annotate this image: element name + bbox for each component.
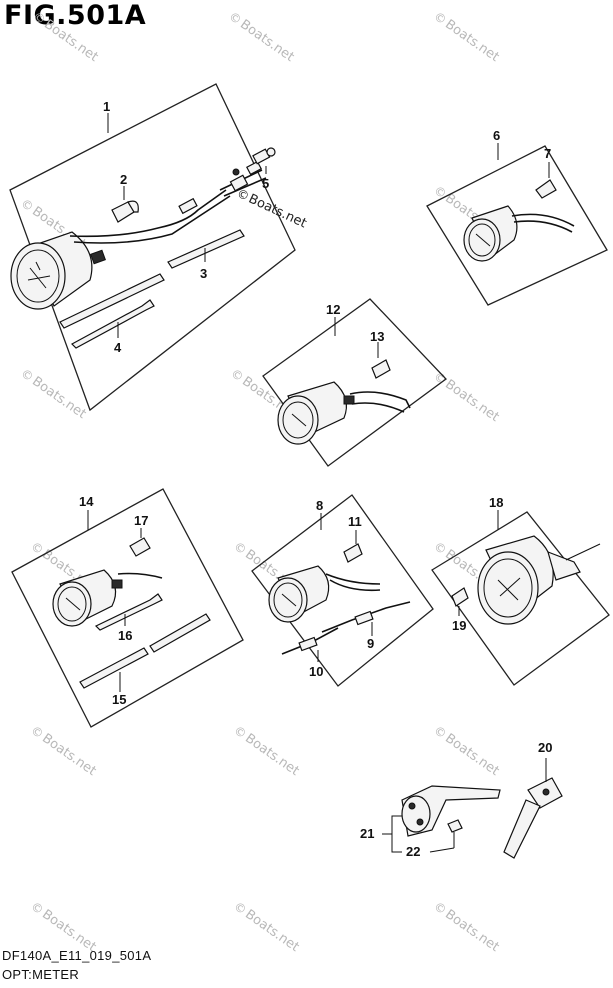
wire-harness-10 <box>281 627 339 662</box>
svg-text:Boats.net: Boats.net <box>442 17 502 65</box>
callout-3: 3 <box>200 266 207 281</box>
svg-text:Boats.net: Boats.net <box>246 192 309 232</box>
callout-1: 1 <box>103 99 110 114</box>
meter-gauge-6 <box>463 205 518 262</box>
svg-text:Boats.net: Boats.net <box>442 731 502 779</box>
group-box-14 <box>11 488 244 728</box>
svg-text:Boats.net: Boats.net <box>237 17 297 65</box>
svg-text:Boats.net: Boats.net <box>242 907 302 955</box>
callout-2: 2 <box>120 172 127 187</box>
bulb-19 <box>451 587 469 616</box>
group-box-1 <box>9 83 296 412</box>
svg-text:Boats.net: Boats.net <box>442 907 502 955</box>
callout-11: 11 <box>348 514 362 529</box>
group-box-18 <box>431 510 610 686</box>
cable-tie-16 <box>94 593 163 631</box>
callout-17: 17 <box>134 513 148 528</box>
screw-22 <box>429 819 463 853</box>
bulb-11 <box>343 530 363 563</box>
figure-title: FIG.501A <box>4 0 147 31</box>
svg-text:Boats.net: Boats.net <box>242 731 302 779</box>
callout-14: 14 <box>79 494 94 509</box>
callout-22: 22 <box>406 844 420 859</box>
tube-3 <box>59 229 245 329</box>
callout-4: 4 <box>114 340 122 355</box>
group-box-12 <box>262 298 447 467</box>
meter-gauge-18 <box>477 535 601 625</box>
callout-13: 13 <box>370 329 384 344</box>
overlay-watermark: © Boats.net <box>235 186 309 232</box>
callout-16: 16 <box>118 628 132 643</box>
callout-6: 6 <box>493 128 500 143</box>
callout-19: 19 <box>452 618 466 633</box>
callout-10: 10 <box>309 664 323 679</box>
callout-20: 20 <box>538 740 552 755</box>
svg-text:Boats.net: Boats.net <box>41 17 101 65</box>
tube-15 <box>79 613 211 692</box>
figure-caption: OPT:METER <box>2 967 80 982</box>
callout-18: 18 <box>489 495 503 510</box>
svg-text:Boats.net: Boats.net <box>39 731 99 779</box>
callout-21: 21 <box>360 826 374 841</box>
svg-text:Boats.net: Boats.net <box>442 377 502 425</box>
meter-gauge-8 <box>268 565 330 623</box>
bulb-socket-2 <box>111 186 139 223</box>
bulb-17 <box>129 528 151 557</box>
callout-9: 9 <box>367 636 374 651</box>
cable-tie-4 <box>71 299 155 349</box>
meter-gauge-1 <box>10 231 106 310</box>
figure-code: DF140A_E11_019_501A <box>2 948 152 963</box>
wire-harness-9 <box>321 601 411 636</box>
group-box-8 <box>251 494 434 687</box>
group-box-6 <box>426 143 608 306</box>
meter-gauge-12 <box>277 381 355 445</box>
callout-15: 15 <box>112 692 126 707</box>
bulb-7 <box>535 162 557 199</box>
callout-7: 7 <box>544 146 551 161</box>
connector-5 <box>252 147 276 174</box>
bulb-13 <box>371 342 391 379</box>
callout-5: 5 <box>262 176 269 191</box>
trim-sender-20 <box>503 758 563 859</box>
callout-12: 12 <box>326 302 340 317</box>
callout-8: 8 <box>316 498 323 513</box>
meter-gauge-14 <box>52 569 123 627</box>
bracket-21 <box>401 785 501 837</box>
